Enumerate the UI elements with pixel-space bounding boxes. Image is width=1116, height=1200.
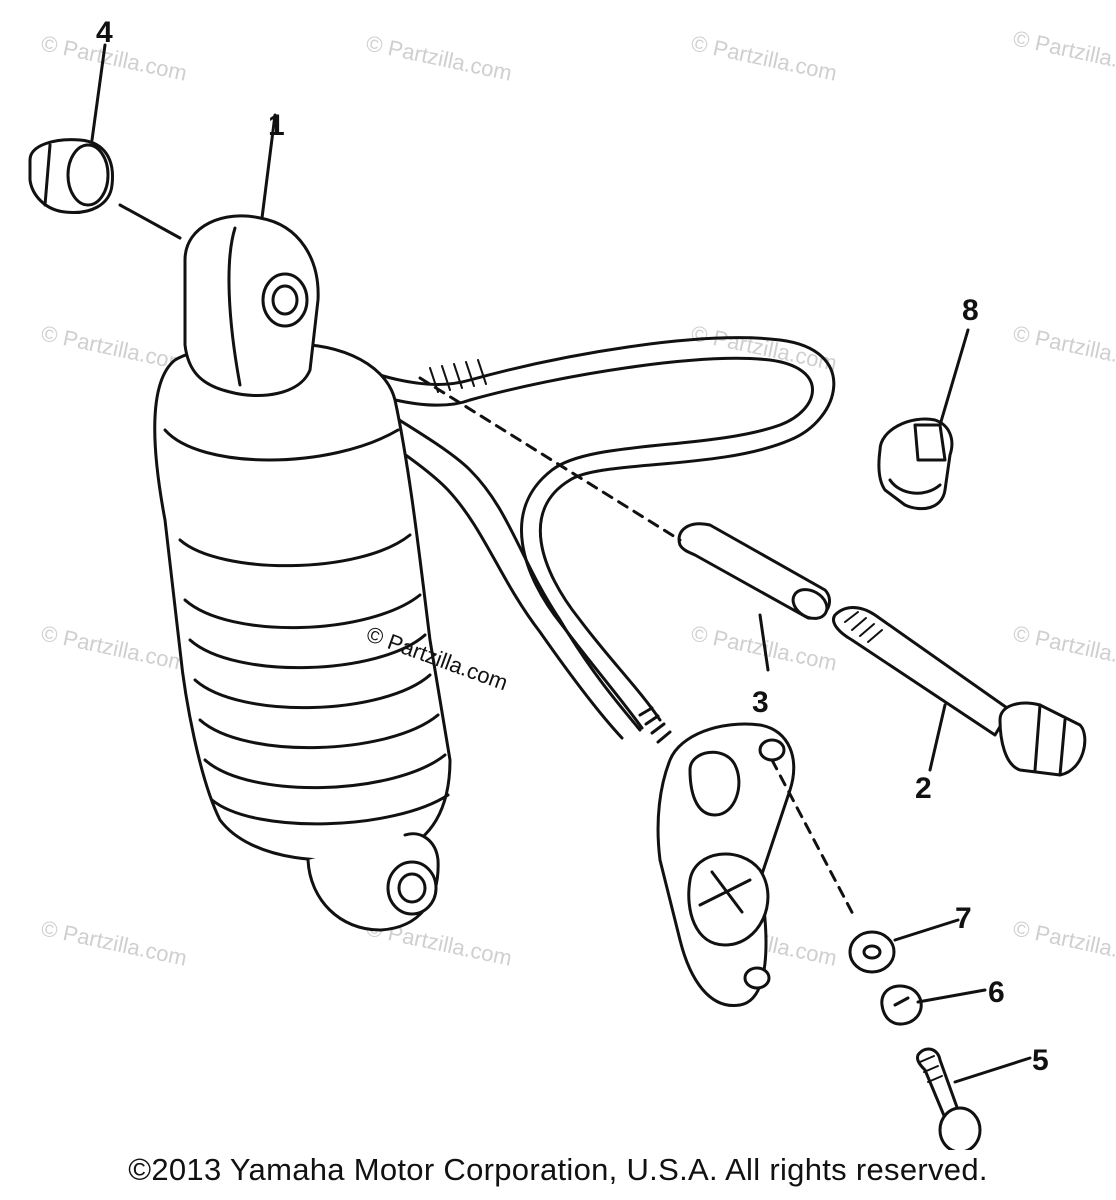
watermark: © Partzilla.com [39,30,189,85]
adjuster-plate [638,706,796,1008]
copyright-notice: ©2013 Yamaha Motor Corporation, U.S.A. A… [128,1152,988,1187]
callout-6: 6 [988,976,1005,1009]
callout-2: 2 [915,772,932,805]
watermark: © Partzilla.com [1011,915,1116,970]
watermark: © Partzilla.com [1011,320,1116,375]
bolt-5 [916,1047,982,1150]
callout-5: 5 [1032,1044,1049,1077]
watermark: © Partzilla.com [39,915,189,970]
watermark: © Partzilla.com [364,30,514,85]
shock-absorber [153,214,452,932]
clamp-8 [877,417,954,511]
watermark: © Partzilla.com [689,30,839,85]
collar-3 [677,522,831,620]
callout-7: 7 [955,902,972,935]
bolt-2 [832,606,1087,777]
callouts: 4 1 8 3 2 7 6 5 [96,16,1049,1077]
washer-7 [848,930,896,974]
watermark: © Partzilla.com [689,320,839,375]
watermark: © Partzilla.com [39,620,189,675]
leader-lines [90,43,1032,1084]
diagram-canvas: © Partzilla.com © Partzilla.com © Partzi… [28,16,1116,1150]
lockwasher-6 [880,984,923,1026]
callout-8: 8 [962,294,979,327]
watermark: © Partzilla.com [1011,620,1116,675]
nut-4 [28,138,115,215]
callout-3: 3 [752,686,769,719]
callout-1: 1 [268,109,285,142]
callout-4: 4 [96,16,113,49]
watermark: © Partzilla.com [1011,25,1116,80]
